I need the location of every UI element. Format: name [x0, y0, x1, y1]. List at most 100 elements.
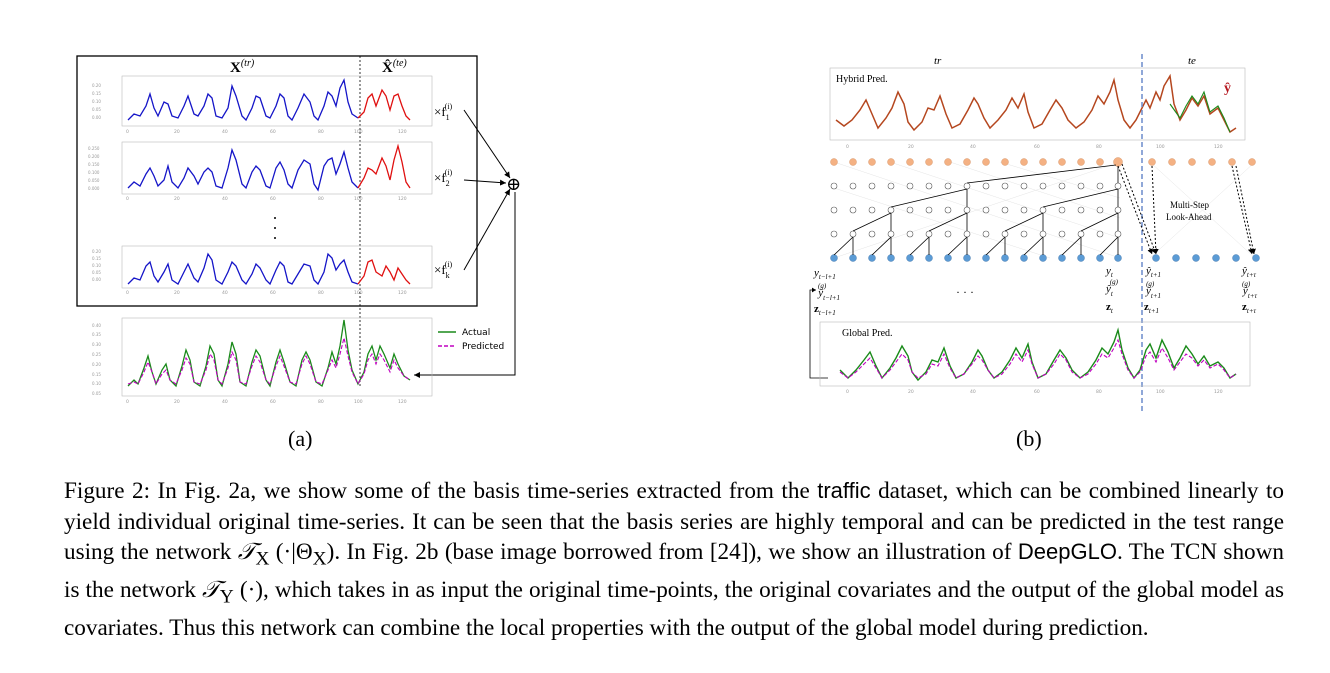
svg-text:80: 80	[1096, 389, 1102, 395]
svg-text:zt+τ: zt+τ	[1242, 301, 1257, 315]
svg-text:0: 0	[126, 129, 129, 135]
svg-text:ŷt+τ(g): ŷt+τ(g)	[1242, 280, 1258, 300]
svg-text:20: 20	[174, 129, 180, 135]
hybrid-label: Hybrid Pred.	[836, 74, 888, 85]
svg-text:0.05: 0.05	[92, 270, 101, 275]
svg-text:100: 100	[354, 399, 363, 405]
svg-text:120: 120	[1214, 389, 1223, 395]
global-actual-line	[839, 327, 1237, 382]
svg-text:80: 80	[318, 399, 324, 405]
svg-text:20: 20	[174, 290, 180, 296]
svg-text:80: 80	[318, 196, 324, 202]
svg-text:0: 0	[126, 399, 129, 405]
svg-text:60: 60	[1034, 389, 1040, 395]
te-label: te	[1188, 55, 1196, 67]
basis-2-test	[357, 143, 411, 189]
subfigure-label-b: (b)	[1016, 426, 1042, 451]
svg-text:80: 80	[318, 129, 324, 135]
basis-k-train	[127, 252, 359, 286]
svg-text:40: 40	[970, 389, 976, 395]
svg-text:ŷt+1(g): ŷt+1(g)	[1145, 280, 1161, 300]
svg-text:0.00: 0.00	[92, 115, 101, 120]
svg-text:0.10: 0.10	[92, 99, 101, 104]
svg-text:100: 100	[1156, 144, 1165, 150]
sum-symbol: ⊕	[506, 174, 521, 194]
svg-text:0: 0	[126, 196, 129, 202]
svg-text:0.20: 0.20	[92, 83, 101, 88]
svg-text:0.00: 0.00	[92, 277, 101, 282]
variable-labels: yt−l+1 ŷt−l+1(g) zt−l+1 · · · yt ŷt(g) z…	[813, 265, 1257, 317]
train-header: X(tr)	[230, 58, 255, 76]
svg-text:0.20: 0.20	[92, 362, 101, 367]
svg-text:0.40: 0.40	[92, 323, 101, 328]
svg-text:0: 0	[846, 144, 849, 150]
legend: Actual Predicted	[438, 328, 504, 352]
svg-text:80: 80	[318, 290, 324, 296]
global-predicted-line	[839, 338, 1237, 379]
dataset-name: traffic	[817, 478, 871, 503]
svg-text:100: 100	[354, 129, 363, 135]
svg-text:zt: zt	[1106, 301, 1114, 315]
svg-text:120: 120	[398, 290, 407, 296]
svg-text:40: 40	[222, 129, 228, 135]
svg-text:0.200: 0.200	[88, 154, 100, 159]
svg-text:0: 0	[126, 290, 129, 296]
svg-text:0.05: 0.05	[92, 107, 101, 112]
svg-text:20: 20	[908, 144, 914, 150]
svg-text:40: 40	[970, 144, 976, 150]
hybrid-line	[835, 73, 1237, 134]
caption-prefix: Figure 2:	[64, 478, 151, 504]
coeff-k: ×fk(i)	[434, 260, 453, 280]
svg-text:60: 60	[1034, 144, 1040, 150]
global-label: Global Pred.	[842, 328, 893, 339]
svg-text:60: 60	[270, 399, 276, 405]
coeff-2: ×f2(i)	[434, 168, 453, 188]
svg-text:0.050: 0.050	[88, 178, 100, 183]
svg-text:Multi-Step: Multi-Step	[1170, 200, 1210, 210]
svg-text:0.15: 0.15	[92, 372, 101, 377]
basis-k-test	[357, 259, 411, 285]
svg-text:yt: yt	[1105, 265, 1114, 279]
svg-text:0.100: 0.100	[88, 170, 100, 175]
svg-text:120: 120	[398, 129, 407, 135]
legend-actual: Actual	[462, 328, 490, 338]
svg-text:20: 20	[174, 399, 180, 405]
svg-text:0.000: 0.000	[88, 186, 100, 191]
legend-predicted: Predicted	[462, 342, 504, 352]
figure-caption: Figure 2: In Fig. 2a, we show some of th…	[64, 478, 1285, 642]
test-header: X̂(te)	[382, 58, 407, 76]
coeff-1: ×f1(i)	[434, 102, 453, 122]
multistep-label: Multi-Step Look-Ahead	[1166, 200, 1212, 222]
svg-text:0.15: 0.15	[92, 256, 101, 261]
predicted-line	[127, 337, 411, 386]
svg-text:100: 100	[1156, 389, 1165, 395]
svg-text:120: 120	[398, 196, 407, 202]
svg-text:0: 0	[846, 389, 849, 395]
svg-text:yt−l+1: yt−l+1	[813, 267, 836, 281]
svg-text:ŷt(g): ŷt(g)	[1105, 278, 1119, 298]
basis-1-train	[127, 77, 359, 122]
model-name: DeepGLO	[1017, 539, 1117, 564]
reconstructed-plot: 0.40 0.35 0.30 0.25 0.20 0.15 0.10 0.05 …	[92, 317, 504, 405]
svg-text:Look-Ahead: Look-Ahead	[1166, 212, 1212, 222]
svg-text:0.150: 0.150	[88, 162, 100, 167]
svg-text:ŷt+1: ŷt+1	[1145, 265, 1161, 279]
svg-text:120: 120	[398, 399, 407, 405]
subfigure-label-a: (a)	[288, 426, 313, 451]
svg-text:· · ·: · · ·	[956, 285, 974, 299]
figure-a: X(tr) X̂(te) 0.20 0.15 0.10 0.05 0.00 0 20 40 6…	[76, 55, 521, 405]
svg-text:0.250: 0.250	[88, 146, 100, 151]
svg-text:100: 100	[354, 196, 363, 202]
basis-1-test	[357, 88, 411, 121]
svg-text:60: 60	[270, 196, 276, 202]
svg-text:120: 120	[1214, 144, 1223, 150]
svg-text:40: 40	[222, 399, 228, 405]
svg-text:60: 60	[270, 129, 276, 135]
svg-text:20: 20	[174, 196, 180, 202]
svg-text:100: 100	[354, 290, 363, 296]
